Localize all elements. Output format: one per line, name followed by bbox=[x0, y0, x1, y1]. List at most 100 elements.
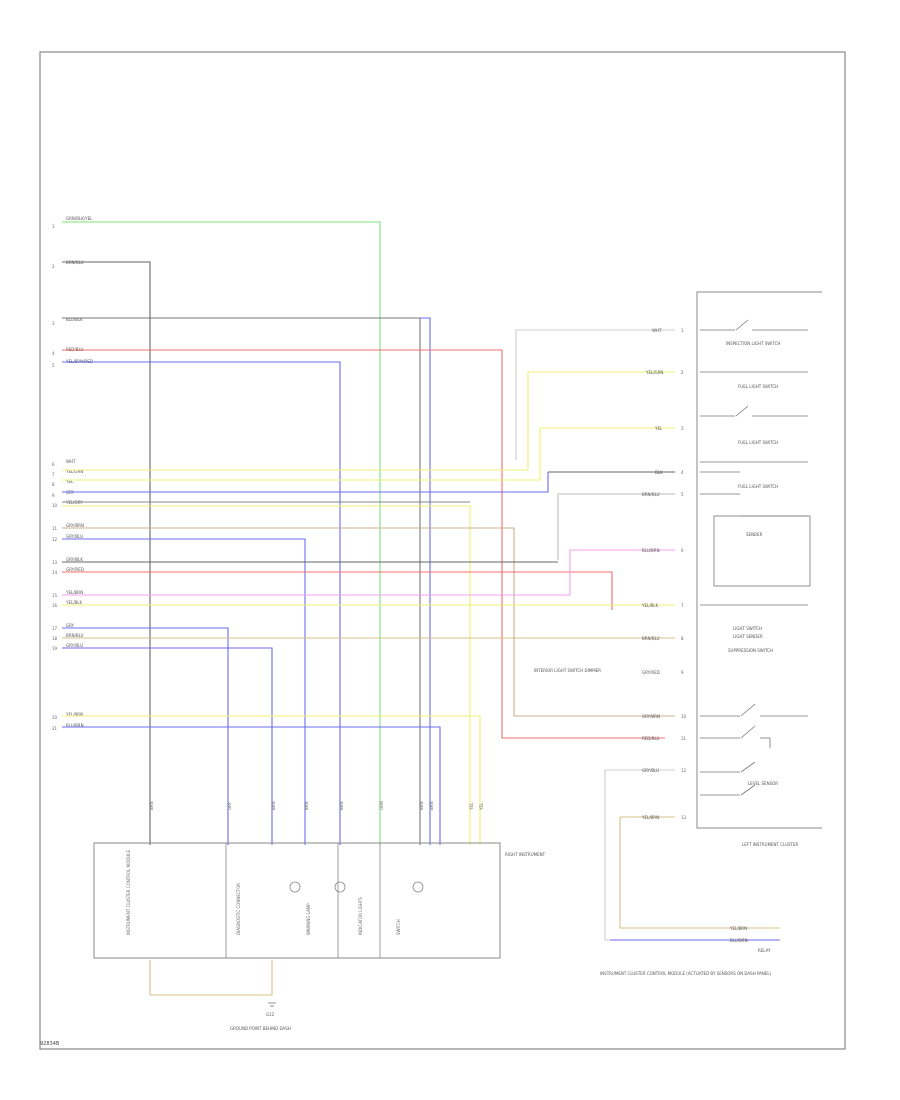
mid-block-label: INTERIOR LIGHT SWITCH DIMMER bbox=[534, 668, 601, 673]
wire-blue bbox=[62, 361, 341, 845]
wire-label: GRY/BLK bbox=[66, 557, 83, 562]
component-label: SWITCH bbox=[396, 919, 401, 935]
wire-label: YEL/BRN bbox=[729, 926, 747, 931]
wire-blue bbox=[420, 317, 431, 845]
pin-label: 10 bbox=[52, 503, 58, 508]
relay-label: RELAY bbox=[758, 948, 771, 953]
wire-blue bbox=[62, 627, 229, 845]
wire-grey-blue bbox=[62, 317, 421, 845]
pin-label: 9 bbox=[681, 670, 684, 675]
pin-label: 14 bbox=[52, 570, 58, 575]
component-label: FUEL LIGHT SWITCH bbox=[738, 484, 778, 489]
component-label: DIAGNOSTIC CONNECTOR bbox=[236, 883, 241, 935]
wire-label: GRY/RED bbox=[66, 567, 84, 572]
wire-green bbox=[62, 221, 381, 845]
wire-label: BRN bbox=[419, 801, 424, 810]
pin-label: 11 bbox=[52, 526, 58, 531]
wire-label: BLK bbox=[655, 470, 663, 475]
reference-code: 92834B bbox=[40, 1041, 60, 1047]
wire-blue bbox=[62, 538, 306, 845]
pin-label: 3 bbox=[681, 426, 684, 431]
component-label: SENDER bbox=[746, 532, 763, 537]
pin-label: 3 bbox=[52, 321, 55, 326]
pin-label: 1 bbox=[52, 224, 55, 229]
wire-label: GRN bbox=[379, 801, 384, 810]
wire-label: BRN/BLU bbox=[642, 636, 660, 641]
note-text: INSTRUMENT CLUSTER CONTROL MODULE (ACTUA… bbox=[600, 971, 772, 976]
wire-pink bbox=[62, 549, 675, 596]
wire-label: YEL/BRN bbox=[65, 590, 83, 595]
pin-label: 15 bbox=[52, 593, 58, 598]
ground-description: GROUND POINT BEHIND DASH bbox=[230, 1026, 291, 1031]
wire-yellow bbox=[62, 505, 471, 845]
bottom-cell-labels: INSTRUMENT CLUSTER CONTROL MODULE DIAGNO… bbox=[126, 850, 401, 935]
wire-label: GRY bbox=[227, 801, 232, 810]
component-label: WARNING LAMP bbox=[306, 903, 311, 935]
ground-label: G12 bbox=[266, 1012, 275, 1017]
wire-label: GRY/BLU bbox=[66, 534, 83, 539]
pin-label: 13 bbox=[681, 815, 687, 820]
component-label: INSTRUMENT CLUSTER CONTROL MODULE bbox=[126, 850, 131, 935]
bottom-right-note: YEL/BRN BLU/BRN RELAY INSTRUMENT CLUSTER… bbox=[600, 926, 772, 976]
pin-label: 8 bbox=[52, 482, 55, 487]
pin-label: 10 bbox=[681, 714, 687, 719]
wire-label: BRN bbox=[271, 801, 276, 810]
bottom-wire-labels: BRN GRY BRN BRN BRN GRN BRN BRN YEL YEL bbox=[149, 801, 484, 811]
ground-icon bbox=[268, 1002, 276, 1007]
wire-label: YEL/GRN bbox=[65, 469, 83, 474]
wire-label: YEL bbox=[479, 802, 484, 811]
wire-label: YEL/BRN bbox=[65, 712, 83, 717]
wire-label: GRN/BLK/YEL bbox=[66, 216, 93, 221]
component-label: INDICATOR LIGHTS bbox=[358, 897, 363, 935]
pin-label: 12 bbox=[681, 768, 687, 773]
wire-tan bbox=[619, 817, 780, 929]
wire-label: GRY/RED bbox=[642, 670, 660, 675]
wire-label: BLU/BRN bbox=[66, 723, 84, 728]
component-label: LEVEL SENSOR bbox=[748, 781, 778, 786]
wire-tan bbox=[149, 960, 273, 996]
wire-blue bbox=[62, 472, 549, 493]
component-label: LIGHT SWITCH bbox=[733, 626, 762, 631]
wire-label: BRN bbox=[429, 801, 434, 810]
wire-label: YEL/GRN bbox=[645, 370, 663, 375]
pin-label: 21 bbox=[52, 726, 58, 731]
wire-blue bbox=[62, 647, 273, 845]
wire-label: WHT bbox=[652, 328, 662, 333]
bottom-module-box bbox=[93, 842, 501, 959]
component-label: FUEL LIGHT SWITCH bbox=[738, 440, 778, 445]
left-wire-labels: GRN/BLK/YEL BRN/BLU BLU/BLK RED/BLU YEL/… bbox=[65, 216, 93, 728]
wire-label: GRY/BLU bbox=[66, 643, 83, 648]
pin-label: 12 bbox=[52, 537, 58, 542]
left-connector-pins: 1 2 3 4 5 6 7 8 9 10 11 12 13 14 15 16 1… bbox=[52, 224, 58, 731]
pin-label: 8 bbox=[681, 636, 684, 641]
wire-label: GRY bbox=[66, 623, 75, 628]
wire-label: YEL bbox=[654, 426, 663, 431]
wire-label: WHT bbox=[66, 459, 76, 464]
wire-label: BRN/BLU bbox=[66, 633, 84, 638]
wire-label: BRN bbox=[304, 801, 309, 810]
wire-label: BLU/BRN bbox=[730, 938, 748, 943]
pin-label: 1 bbox=[681, 328, 684, 333]
component-label: LIGHT SENDER bbox=[733, 634, 763, 639]
wires bbox=[62, 221, 780, 996]
wire-label: YEL bbox=[65, 479, 74, 484]
wire-yellow bbox=[62, 427, 675, 481]
lamp-symbol bbox=[289, 881, 424, 893]
pin-label: 6 bbox=[681, 548, 684, 553]
wire-blue bbox=[62, 726, 441, 845]
sender-box bbox=[713, 515, 811, 587]
wire-label: BRN/BLU bbox=[642, 492, 660, 497]
component-label: FUEL LIGHT SWITCH bbox=[738, 384, 778, 389]
wire-red bbox=[62, 349, 665, 739]
wire-tan bbox=[62, 527, 675, 717]
wire-grey-light bbox=[604, 770, 780, 941]
right-module: LEFT INSTRUMENT CLUSTER INSPECTION LIGHT… bbox=[696, 291, 822, 847]
pin-label: 13 bbox=[52, 560, 58, 565]
wire-label: GRY/BRN bbox=[642, 714, 660, 719]
wire-yellow bbox=[62, 372, 529, 471]
wire-label: YEL/BLK bbox=[65, 600, 83, 605]
component-label: SUPPRESSION SWITCH bbox=[728, 648, 773, 653]
right-instrument-label: RIGHT INSTRUMENT bbox=[505, 852, 546, 857]
pin-label: 20 bbox=[52, 715, 58, 720]
